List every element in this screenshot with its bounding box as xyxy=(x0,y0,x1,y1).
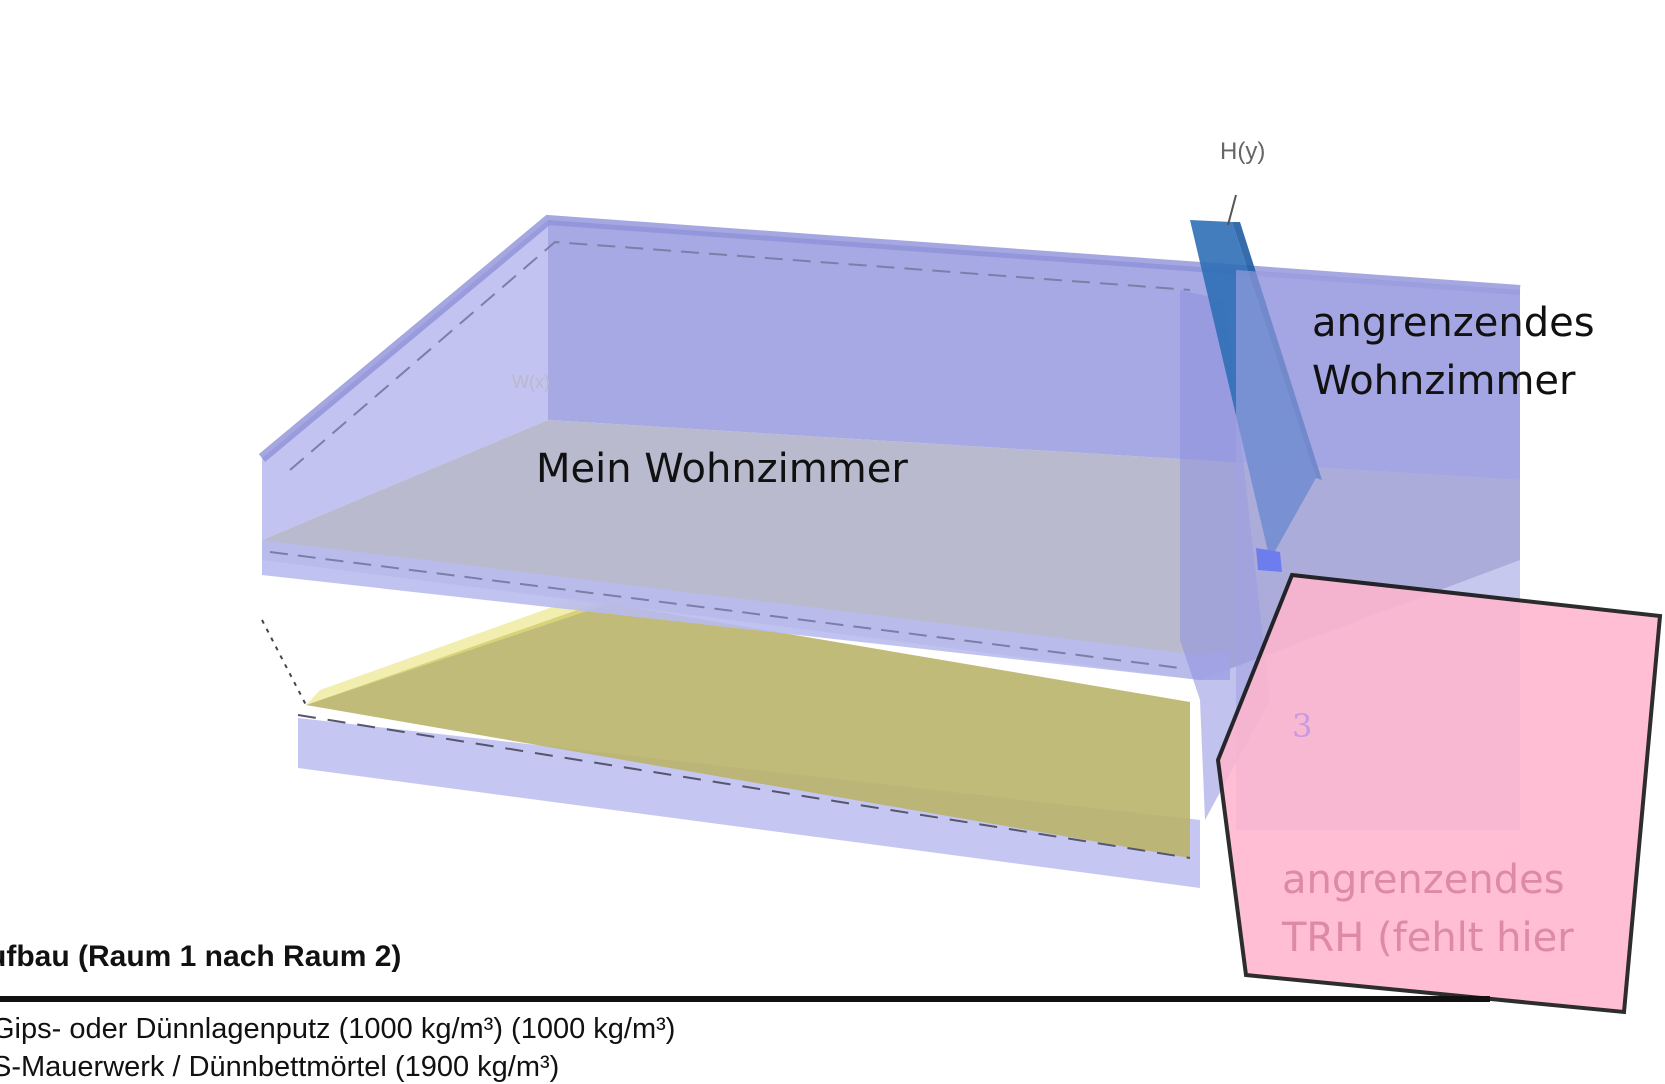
adjacent-trh-label-line2: TRH (fehlt hier xyxy=(1282,915,1574,961)
marker-label: 3 xyxy=(1292,707,1313,745)
height-axis-label: H(y) xyxy=(1220,138,1266,165)
adjacent-trh-label-line1: angrenzendes xyxy=(1282,857,1565,903)
section-divider xyxy=(0,996,1490,1002)
room-left-wall xyxy=(262,220,548,540)
floor-surface xyxy=(306,602,1190,858)
dashed-guide-top xyxy=(289,240,1191,471)
layer-row-2: S-Mauerwerk / Dünnbettmörtel (1900 kg/m³… xyxy=(0,1051,560,1083)
dashed-guide-floor xyxy=(297,714,1191,859)
adjacent-room-label-line1: angrenzendes xyxy=(1312,300,1595,346)
dashed-guide-mid xyxy=(269,551,1181,669)
room-top-rim xyxy=(258,214,1521,462)
layer-section-title: ufbau (Raum 1 nach Raum 2) xyxy=(0,940,402,973)
layer-row-1: Gips- oder Dünnlagenputz (1000 kg/m³) (1… xyxy=(0,1013,676,1045)
adjacent-room-label-line2: Wohnzimmer xyxy=(1312,358,1576,404)
mid-slab xyxy=(262,540,1230,680)
height-axis-line xyxy=(1227,194,1237,226)
dashed-guide-left xyxy=(261,619,307,706)
width-axis-label: W(x) xyxy=(512,372,550,392)
lower-slab xyxy=(298,718,1200,888)
my-room-label: Mein Wohnzimmer xyxy=(536,446,908,492)
floor-edge-glow xyxy=(306,590,620,705)
trh-overlay xyxy=(1215,572,1663,1015)
